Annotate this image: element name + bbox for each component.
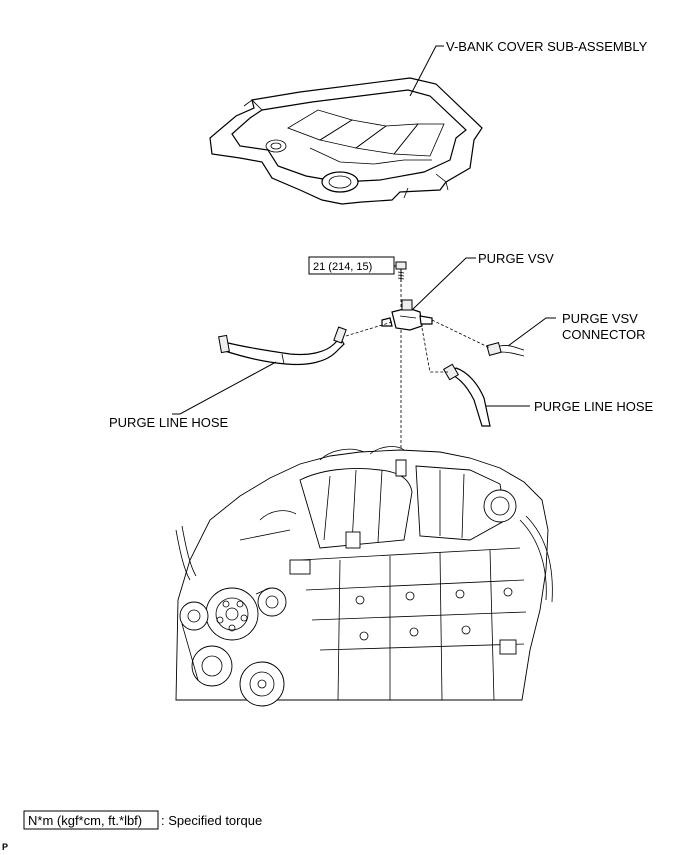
corner-mark: P	[2, 842, 8, 852]
purge-line-hose-right-label: PURGE LINE HOSE	[534, 399, 654, 414]
purge-vsv-label: PURGE VSV	[478, 251, 554, 266]
engine-drawing	[175, 446, 553, 707]
legend-description: : Specified torque	[161, 813, 262, 828]
purge-vsv-connector-label-line2: CONNECTOR	[562, 327, 646, 342]
torque-value: 21 (214, 15)	[313, 261, 372, 273]
right-hose-install-path	[421, 327, 448, 373]
legend-unit-text: N*m (kgf*cm, ft.*lbf)	[28, 813, 142, 828]
left-hose-install-path	[345, 321, 393, 337]
purge-vsv-leader	[411, 257, 476, 311]
vbank-cover-drawing	[209, 77, 483, 205]
purge-line-hose-left-leader	[172, 361, 277, 415]
purge-vsv-drawing	[381, 299, 433, 331]
purge-line-hose-left-label: PURGE LINE HOSE	[109, 415, 229, 430]
purge-line-hose-right-drawing	[442, 363, 491, 427]
purge-vsv-connector-leader	[507, 317, 556, 347]
vbank-cover-label: V-BANK COVER SUB-ASSEMBLY	[446, 39, 648, 54]
bolt-drawing	[395, 261, 407, 282]
connector-install-path	[431, 319, 491, 349]
purge-line-hose-left-drawing	[218, 326, 347, 366]
vbank-cover-leader	[409, 45, 444, 97]
legend-unit-box	[23, 810, 159, 830]
torque-spec-box: 21 (214, 15)	[308, 256, 402, 275]
purge-vsv-connector-label-line1: PURGE VSV	[562, 311, 638, 326]
purge-vsv-connector-drawing	[486, 342, 525, 357]
torque-legend: N*m (kgf*cm, ft.*lbf) : Specified torque	[23, 810, 262, 830]
